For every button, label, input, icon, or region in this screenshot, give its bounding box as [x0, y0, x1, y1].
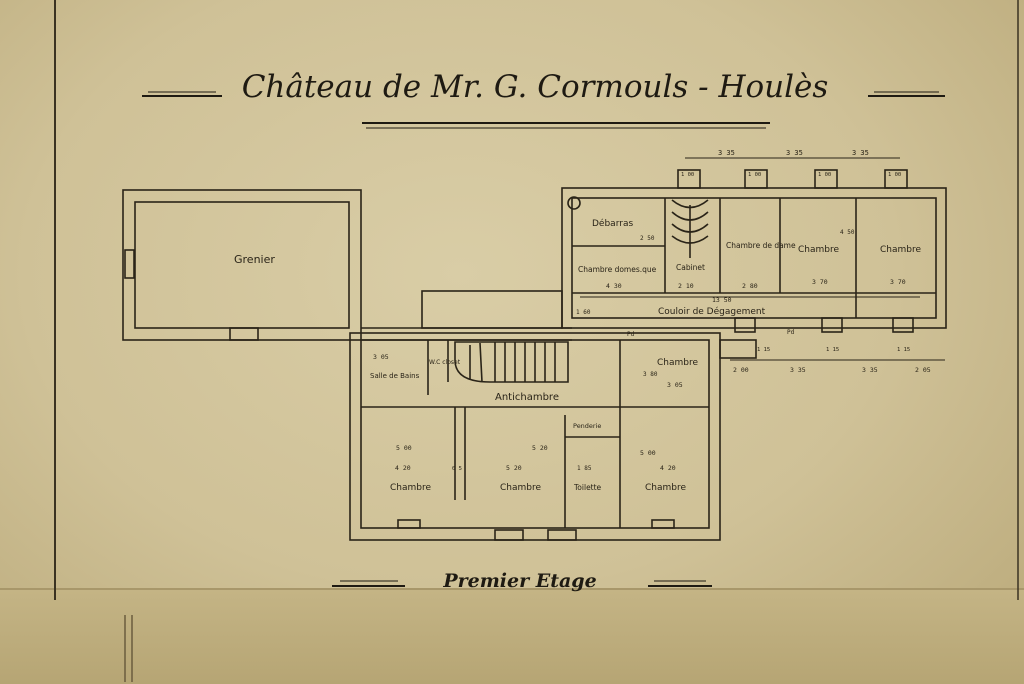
dim-chambre-1-width: 3 70	[812, 278, 828, 286]
grenier-window	[124, 249, 135, 279]
dim-bottom-3: 3 35	[862, 366, 878, 374]
room-grenier: Grenier	[234, 253, 275, 266]
dim-chambre-2-width: 3 70	[890, 278, 906, 286]
dim-debarras-height: 2 50	[640, 235, 655, 242]
dim-chambre-4-height: 5 00	[396, 444, 412, 452]
dim-corridor-width: 1 60	[576, 309, 591, 316]
room-chambre-dame: Chambre de dame	[726, 241, 796, 250]
round-stair-tower	[567, 196, 581, 210]
dim-chambre-6-width: 4 20	[660, 464, 676, 472]
room-toilette: Toilette	[573, 483, 602, 492]
dim-top-3: 3 35	[852, 149, 869, 157]
dim-wall-gap: 0 5	[452, 466, 462, 472]
main-block-outer-wall	[349, 332, 721, 541]
dim-bw-1: 1 15	[757, 347, 770, 353]
room-debarras: Débarras	[592, 218, 633, 229]
dim-domestique-width: 4 30	[606, 282, 622, 290]
dim-bw-3: 1 15	[897, 347, 910, 353]
dim-top-2: 3 35	[786, 149, 803, 157]
label-pd-1: Pd	[627, 331, 635, 338]
dim-bottom-1: 2 00	[733, 366, 749, 374]
chambre-3-window	[719, 339, 757, 359]
dim-sdb-width: 3 05	[373, 353, 389, 361]
grand-stair-outline	[454, 341, 569, 383]
window-top-4	[884, 169, 908, 189]
dim-r1-height: 4 50	[840, 229, 855, 236]
room-couloir: Couloir de Dégagement	[658, 306, 766, 317]
dim-chambre-3-height: 3 80	[643, 371, 658, 378]
main-block-inner-wall	[360, 339, 710, 529]
window-upper-bottom-2	[821, 317, 843, 333]
dim-cabinet-width: 2 10	[678, 282, 694, 290]
window-bottom-4	[651, 519, 675, 529]
window-top-3	[814, 169, 838, 189]
dim-chambre-4-width: 4 20	[395, 464, 411, 472]
room-cabinet: Cabinet	[676, 263, 705, 272]
window-top-1	[677, 169, 701, 189]
plan-title: Château de Mr. G. Cormouls - Houlès	[242, 69, 829, 105]
dim-bw-2: 1 15	[826, 347, 839, 353]
window-bottom-3	[547, 529, 577, 541]
dim-top-1: 3 35	[718, 149, 735, 157]
paper-fold	[0, 588, 1024, 684]
dim-win-1: 1 00	[681, 172, 694, 178]
dim-chambre-5-height: 5 20	[532, 444, 548, 452]
room-penderie: Penderie	[573, 422, 601, 430]
room-antichambre: Antichambre	[495, 392, 559, 403]
dim-chambre-5-width: 5 20	[506, 464, 522, 472]
dim-bottom-4: 2 05	[915, 366, 931, 374]
dim-chambre-3-width: 3 05	[667, 381, 683, 389]
room-chambre-5: Chambre	[500, 483, 541, 493]
dim-win-2: 1 00	[748, 172, 761, 178]
room-chambre-1: Chambre	[798, 245, 839, 255]
room-chambre-domestique: Chambre domes.que	[578, 265, 657, 274]
plan-subtitle: Premier Etage	[442, 570, 596, 592]
dim-dame-width: 2 80	[742, 282, 758, 290]
window-bottom-1	[397, 519, 421, 529]
dim-chambre-6-height: 5 00	[640, 449, 656, 457]
window-top-2	[744, 169, 768, 189]
room-chambre-4: Chambre	[390, 483, 431, 493]
dim-toilette-width: 1 85	[577, 465, 592, 472]
grand-stair-treads	[469, 342, 556, 383]
upper-wing-inner-wall	[571, 197, 937, 319]
room-chambre-3: Chambre	[657, 358, 698, 368]
dim-win-3: 1 00	[818, 172, 831, 178]
room-chambre-2: Chambre	[880, 245, 921, 255]
terrace-block	[421, 290, 563, 329]
dim-win-4: 1 00	[888, 172, 901, 178]
window-upper-bottom-1	[734, 317, 756, 333]
room-closet: W.C closet	[429, 359, 461, 366]
dim-bottom-2: 3 35	[790, 366, 806, 374]
window-bottom-2	[494, 529, 524, 541]
dim-corridor-length: 13 50	[712, 296, 732, 304]
room-chambre-6: Chambre	[645, 483, 686, 493]
room-salle-bains: Salle de Bains	[370, 372, 420, 380]
window-upper-bottom-3	[892, 317, 914, 333]
label-pd-2: Pd	[787, 329, 795, 336]
grenier-door	[229, 327, 259, 341]
